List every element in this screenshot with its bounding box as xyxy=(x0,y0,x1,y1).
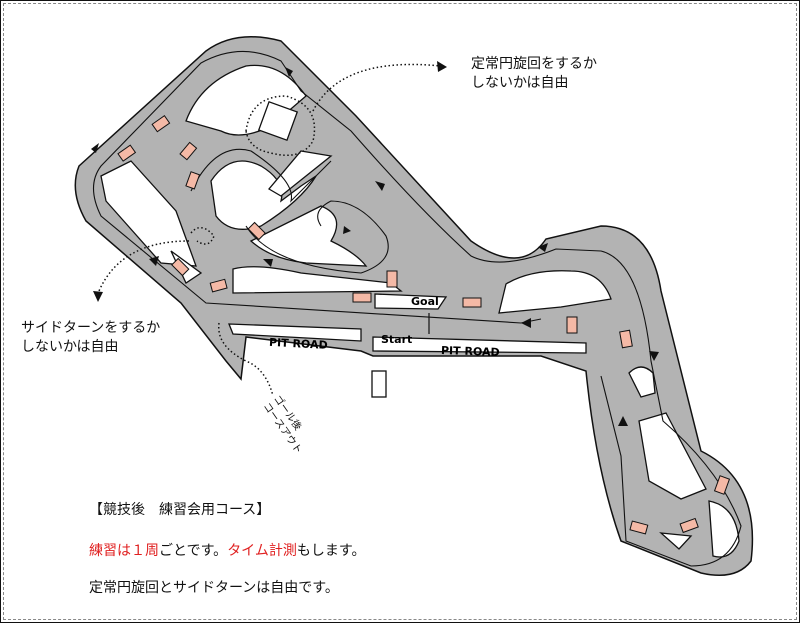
pylon xyxy=(462,297,482,308)
pylon xyxy=(209,278,228,293)
direction-arrows xyxy=(91,67,659,426)
legend-timing-highlight: タイム計測 xyxy=(227,543,297,559)
arrow-5 xyxy=(649,351,659,361)
dotted-paths xyxy=(98,63,442,397)
pylon xyxy=(566,316,578,334)
pylons xyxy=(117,115,731,535)
infield-right-top xyxy=(498,270,612,314)
pit-road-label-2: PIT ROAD xyxy=(441,344,500,359)
note-side-turn: サイドターンをするか しないかは自由 xyxy=(21,320,161,355)
pylon xyxy=(386,270,398,288)
pit-road-strip-2 xyxy=(372,336,587,354)
legend-practice-text: ごとです。 xyxy=(159,543,228,559)
pit-box xyxy=(371,370,387,398)
pylon xyxy=(117,144,137,162)
arrow-1 xyxy=(91,143,99,153)
pylon xyxy=(247,221,266,241)
goal-label: Goal xyxy=(411,295,439,308)
infield-square xyxy=(257,100,299,142)
pylon xyxy=(619,329,633,349)
arrow-7 xyxy=(149,256,159,266)
arrow-10 xyxy=(521,318,531,328)
infield-center xyxy=(249,205,368,267)
arrow-9 xyxy=(343,226,351,234)
infield-strip xyxy=(268,150,333,197)
arrow-8 xyxy=(263,259,273,267)
pylon xyxy=(185,171,201,190)
legend-title: 【競技後 練習会用コース】 xyxy=(89,502,271,518)
pylon xyxy=(151,115,171,133)
pylon xyxy=(352,292,372,303)
pit-road-label-1: PIT ROAD xyxy=(269,336,328,352)
legend-line-practice: 練習は１周ごとです。タイム計測もします。 xyxy=(89,540,366,560)
pit-road-strip-1 xyxy=(228,323,362,342)
pylon xyxy=(629,520,649,535)
driving-line xyxy=(92,50,742,567)
arrow-head-note-left xyxy=(93,291,103,302)
dotted-exit xyxy=(218,322,274,397)
note-steady-circle: 定常円旋回をするか しないかは自由 xyxy=(471,56,597,91)
arrow-head-note-top xyxy=(437,61,447,72)
arrow-6 xyxy=(618,416,628,426)
legend-practice-highlight: 練習は１周 xyxy=(89,543,159,559)
start-label: Start xyxy=(381,333,412,346)
arrow-3 xyxy=(375,181,385,191)
pylon xyxy=(171,257,190,277)
infield-bottom xyxy=(708,500,740,558)
legend-line-free: 定常円旋回とサイドターンは自由です。 xyxy=(89,580,339,596)
infield-tear xyxy=(659,532,693,550)
pylon xyxy=(713,475,731,495)
goal-strip xyxy=(374,293,448,310)
arrow-2 xyxy=(285,67,293,77)
pylon xyxy=(179,141,198,161)
arrow-4 xyxy=(538,243,548,252)
pylon xyxy=(679,517,699,534)
infield-left xyxy=(100,160,197,267)
legend-timing-text: もします。 xyxy=(296,543,366,559)
driving-line-inner xyxy=(190,148,389,274)
infield-island-a xyxy=(628,366,656,398)
